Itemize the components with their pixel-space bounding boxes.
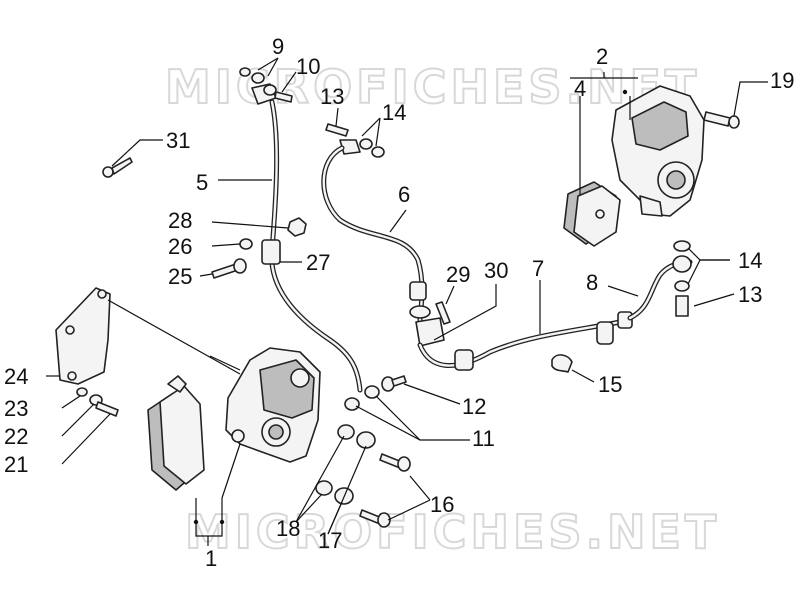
callout-28: 28 xyxy=(168,208,192,233)
callout-14-top: 14 xyxy=(382,100,406,125)
screw-29 xyxy=(435,301,451,325)
callout-10: 10 xyxy=(296,54,320,79)
brake-hose-7 xyxy=(417,311,633,371)
callouts: 1 2 4 5 6 7 8 9 10 11 12 13 13 14 14 15 … xyxy=(4,34,794,571)
callout-18: 18 xyxy=(276,516,300,541)
callout-5: 5 xyxy=(196,170,208,195)
callout-2: 2 xyxy=(596,44,608,69)
watermark-bottom: MICROFICHES.NET xyxy=(185,505,720,559)
callout-26: 26 xyxy=(168,234,192,259)
brake-hose-6 xyxy=(321,145,431,323)
washer-11a xyxy=(344,397,360,411)
callout-4: 4 xyxy=(574,76,586,101)
brake-caliper xyxy=(225,347,321,463)
callout-15: 15 xyxy=(598,372,622,397)
banjo-fitting-13-14-top xyxy=(325,123,385,158)
bracket-plate-24 xyxy=(55,287,111,385)
washer-11b xyxy=(364,385,380,399)
callout-24: 24 xyxy=(4,364,28,389)
banjo-fitting-13-14-right xyxy=(673,240,691,317)
callout-6: 6 xyxy=(398,182,410,207)
brake-pads-1 xyxy=(147,375,205,491)
brake-hose-5 xyxy=(261,99,363,393)
callout-12: 12 xyxy=(462,394,486,419)
callout-21: 21 xyxy=(4,452,28,477)
bracket-30 xyxy=(415,317,445,347)
brake-hose-8 xyxy=(627,255,693,321)
bolt-21 xyxy=(95,401,119,417)
bolt-16b xyxy=(359,509,391,528)
nut-28 xyxy=(287,217,307,237)
leader-dots xyxy=(193,89,628,525)
callout-22: 22 xyxy=(4,424,28,449)
callout-25: 25 xyxy=(168,264,192,289)
washer-17a xyxy=(356,431,376,449)
callout-31: 31 xyxy=(166,128,190,153)
callout-14-right: 14 xyxy=(738,248,762,273)
callout-27: 27 xyxy=(306,250,330,275)
callout-9: 9 xyxy=(272,34,284,59)
callout-8: 8 xyxy=(586,270,598,295)
washer-26 xyxy=(239,238,253,250)
screw-19 xyxy=(703,111,740,129)
callout-16: 16 xyxy=(430,492,454,517)
callout-1: 1 xyxy=(205,546,217,571)
leader-lines xyxy=(46,57,768,546)
brake-pads-4 xyxy=(563,181,621,247)
bolt-25 xyxy=(211,258,247,279)
callout-13-top: 13 xyxy=(320,84,344,109)
washer-18a xyxy=(337,424,355,440)
callout-11: 11 xyxy=(472,426,495,451)
callout-7: 7 xyxy=(532,256,544,281)
callout-13-right: 13 xyxy=(738,282,762,307)
callout-29: 29 xyxy=(446,262,470,287)
master-cylinder-2 xyxy=(611,85,705,217)
washer-23 xyxy=(76,387,88,397)
screw-31 xyxy=(102,157,133,178)
callout-17: 17 xyxy=(318,528,342,553)
banjo-fitting-9-10 xyxy=(239,67,293,105)
bolt-12 xyxy=(381,375,407,392)
callout-23: 23 xyxy=(4,396,28,421)
callout-30: 30 xyxy=(484,258,508,283)
bolt-16a xyxy=(379,453,411,472)
clip-15 xyxy=(551,354,573,373)
callout-19: 19 xyxy=(770,68,794,93)
washer-18b xyxy=(315,480,333,496)
